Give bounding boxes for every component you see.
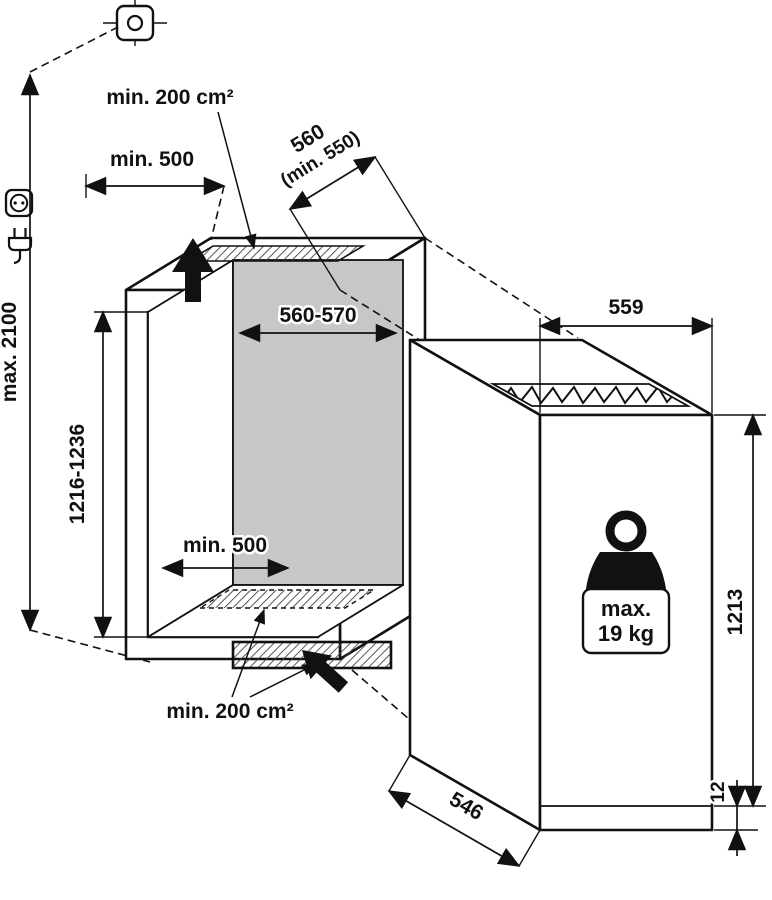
dim-niche-width-label: 560-570 xyxy=(279,304,356,327)
ceiling-fixing-icon xyxy=(103,0,167,46)
dim-top-clearance-label: min. 500 xyxy=(110,148,194,171)
dim-appliance-width-label: 559 xyxy=(608,296,643,319)
appliance-left-side xyxy=(408,338,542,832)
dim-bottom-vent-area: min. 200 cm² xyxy=(164,608,318,726)
dim-appliance-height: 1213 xyxy=(714,413,766,808)
niche-left-inner-wall xyxy=(147,259,234,638)
dim-max-install-height-label: max. 2100 xyxy=(0,302,21,402)
dim-niche-height-label: 1216-1236 xyxy=(66,424,89,524)
door-load-weight-label: 19 kg xyxy=(598,621,654,646)
dim-floor-vent-width-label: min. 500 xyxy=(183,534,267,557)
dim-top-clearance: min. 500 xyxy=(84,146,226,241)
door-load-plate: max. 19 kg xyxy=(581,587,671,655)
dim-bottom-gap-label: 12 xyxy=(708,781,729,802)
dim-max-install-height: max. 2100 xyxy=(0,25,151,663)
dim-bottom-vent-area-label: min. 200 cm² xyxy=(166,700,293,723)
appliance-top-vent-grille xyxy=(489,383,692,407)
door-load-max-label: max. xyxy=(601,596,651,621)
dim-appliance-width: 559 xyxy=(538,294,714,413)
dim-top-vent-area: min. 200 cm² xyxy=(104,84,257,250)
dim-bottom-gap: 12 xyxy=(706,779,758,856)
power-socket-icon xyxy=(4,188,34,218)
dim-top-vent-area-label: min. 200 cm² xyxy=(106,86,233,109)
power-plug-icon xyxy=(7,228,33,265)
niche-back-wall xyxy=(232,259,404,586)
dim-niche-height: 1216-1236 xyxy=(64,310,148,639)
airflow-up-arrow-icon xyxy=(172,238,214,302)
dim-appliance-height-label: 1213 xyxy=(724,589,747,636)
furniture-niche xyxy=(124,236,427,693)
airflow-plinth-arrow-icon xyxy=(302,650,349,693)
dim-niche-width: 560-570 xyxy=(238,302,398,343)
dim-floor-vent-width: min. 500 xyxy=(161,532,290,578)
appliance: max. 19 kg xyxy=(408,338,714,832)
niche-top-vent-strip xyxy=(185,245,366,262)
niche-floor-vent-strip xyxy=(197,589,377,609)
